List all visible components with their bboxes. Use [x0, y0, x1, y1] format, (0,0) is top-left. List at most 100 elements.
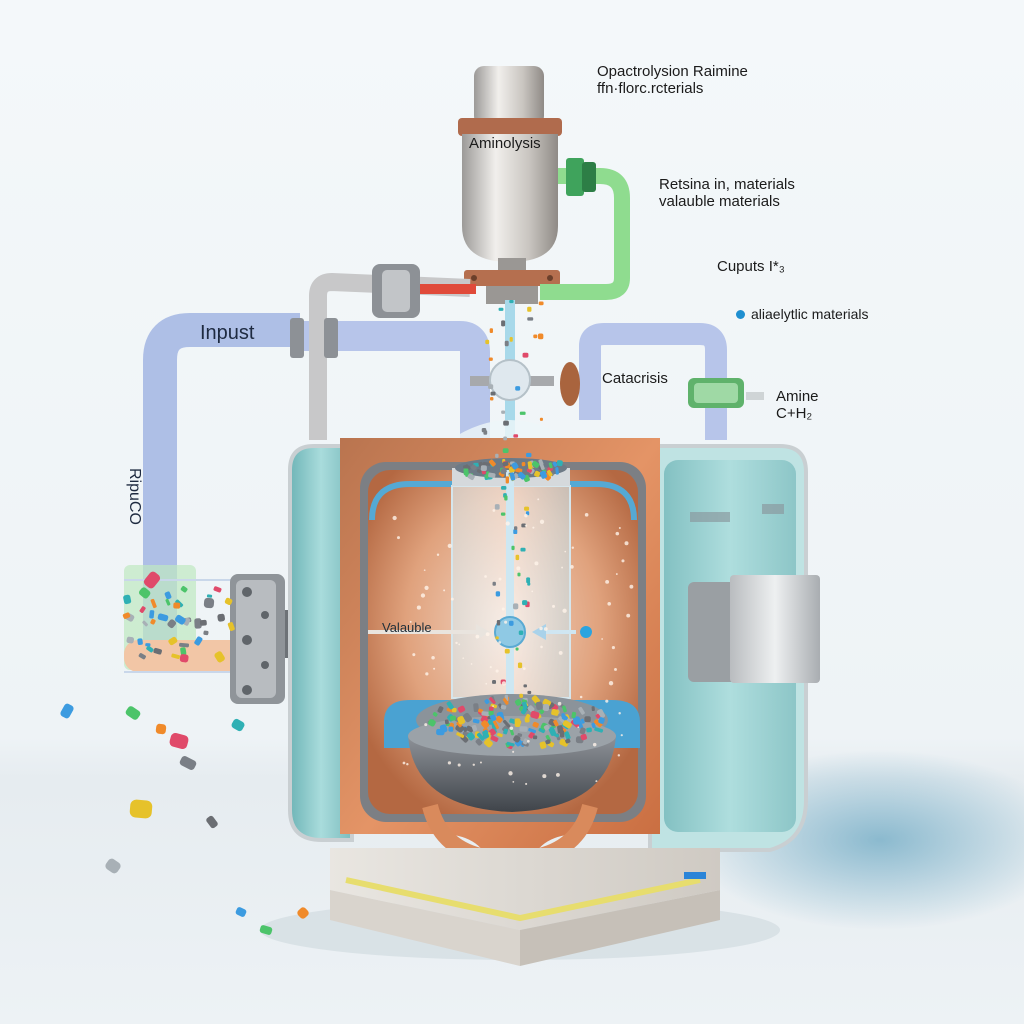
plastic-particle: [552, 461, 558, 467]
plastic-particle: [595, 713, 601, 719]
plastic-particle: [179, 756, 197, 770]
bubble: [537, 498, 540, 501]
plastic-particle: [471, 724, 478, 732]
bubble: [617, 754, 621, 757]
bubble: [492, 705, 494, 707]
label-opactrolysion-line2: ffn·florc.rcterials: [597, 80, 704, 98]
bubble: [605, 579, 610, 584]
label-opactrolysion-line1: Opactrolysion Raimine: [597, 63, 748, 80]
bubble: [462, 657, 465, 659]
plastic-particle: [146, 645, 154, 653]
plastic-particle: [579, 727, 586, 735]
bubble: [564, 550, 567, 553]
plastic-particle: [456, 721, 463, 728]
plastic-particle: [217, 613, 225, 622]
plastic-particle: [528, 728, 537, 734]
plastic-particle: [466, 725, 474, 733]
bubble: [584, 513, 589, 517]
plastic-particle: [476, 732, 485, 741]
plastic-particle: [494, 504, 500, 510]
plastic-particle: [504, 648, 510, 654]
plastic-particle: [496, 619, 501, 626]
plastic-particle: [475, 738, 483, 746]
plastic-particle: [495, 636, 499, 640]
bubble: [455, 641, 458, 645]
plastic-particle: [511, 462, 519, 470]
bubble: [498, 641, 502, 644]
plastic-particle: [259, 925, 273, 935]
plastic-particle: [138, 587, 151, 599]
bubble: [561, 566, 564, 569]
plastic-particle: [501, 485, 507, 490]
plastic-particle: [488, 706, 494, 711]
plastic-particle: [213, 586, 222, 593]
plastic-particle: [168, 636, 178, 646]
plastic-particle: [513, 529, 518, 535]
plastic-particle: [432, 711, 438, 717]
bubble: [457, 763, 461, 767]
plastic-particle: [538, 727, 546, 734]
label-retsina-line2: valauble materials: [659, 193, 780, 211]
bubble: [540, 645, 543, 649]
plastic-particle: [495, 453, 499, 458]
plastic-particle: [488, 719, 493, 725]
label-catacrisis: Catacrisis: [602, 370, 668, 387]
plastic-particle: [489, 328, 493, 333]
plastic-particle: [137, 638, 143, 645]
plastic-particle: [206, 815, 218, 829]
plastic-particle: [123, 594, 132, 605]
plastic-particle: [521, 523, 527, 528]
bubble: [624, 541, 629, 546]
plastic-particle: [527, 690, 532, 695]
plastic-particle: [517, 733, 523, 737]
plastic-particle: [203, 597, 215, 609]
plastic-particle: [593, 719, 603, 728]
plastic-particle: [488, 384, 494, 389]
plastic-particle: [539, 741, 547, 749]
glass-column: [451, 458, 571, 700]
bubble: [601, 638, 603, 640]
plastic-particle: [456, 732, 465, 738]
bubble: [433, 667, 436, 670]
plastic-particle: [203, 630, 209, 636]
plastic-particle: [556, 460, 563, 467]
plastic-particle: [150, 598, 157, 609]
bubble: [577, 726, 580, 729]
plastic-particle: [466, 732, 475, 741]
bubble: [392, 515, 397, 521]
plastic-particle: [489, 397, 494, 401]
plastic-particle: [446, 701, 454, 710]
plastic-particle: [551, 708, 559, 716]
plastic-particle: [173, 602, 181, 609]
bubble: [475, 634, 480, 639]
plastic-particle: [502, 448, 509, 454]
bubble: [508, 771, 513, 776]
plastic-particle: [488, 357, 493, 361]
plastic-particle: [519, 726, 528, 732]
plastic-particle: [484, 699, 490, 705]
plastic-particle: [214, 651, 225, 663]
bubble: [552, 604, 556, 608]
label-amine-line2: C+H₂: [776, 405, 813, 423]
plastic-particle: [515, 647, 519, 651]
plastic-particle: [175, 614, 186, 625]
aminolysis-tank: [458, 66, 562, 304]
bubble: [557, 701, 562, 706]
plastic-particle: [481, 720, 490, 729]
bubble: [512, 750, 515, 753]
plastic-particle: [520, 707, 527, 715]
bubble: [436, 553, 440, 556]
bubble: [531, 590, 534, 593]
bubble: [558, 651, 563, 655]
bubble: [621, 559, 625, 563]
plastic-particle: [509, 728, 515, 736]
plastic-particle: [155, 723, 167, 735]
bubble: [525, 782, 528, 786]
plastic-particle: [550, 731, 559, 738]
top-valve: [290, 264, 476, 440]
plastic-particle: [527, 306, 532, 312]
plastic-particle: [573, 716, 581, 725]
plastic-particle: [199, 619, 207, 626]
plastic-particle: [508, 620, 514, 626]
plastic-particle: [428, 718, 436, 727]
